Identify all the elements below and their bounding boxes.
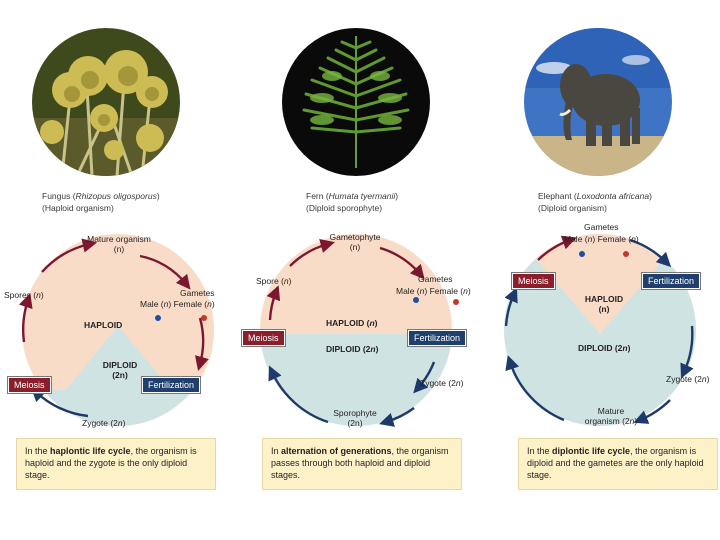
male-gamete-dot <box>413 297 419 303</box>
label-haploid: HAPLOID (n) <box>326 318 378 328</box>
diplontic-cycle-diagram <box>480 222 720 437</box>
label-spores: Spores (n) <box>4 290 44 300</box>
panel-alternation: Fern (Humata tyermanii) (Diploid sporoph… <box>240 0 480 540</box>
fungus-caption: Fungus (Rhizopus oligosporus) (Haploid o… <box>42 190 217 214</box>
label-gametes: Gametes <box>418 274 453 284</box>
elephant-photo <box>524 28 672 176</box>
panel-diplontic: Elephant (Loxodonta africana) (Diploid o… <box>480 0 720 540</box>
label-zygote: Zygote (2n) <box>666 374 709 384</box>
fern-photo <box>282 28 430 176</box>
fertilization-tag: Fertilization <box>642 273 700 289</box>
label-mature-organism: Mature organism(n) <box>80 234 158 254</box>
fertilization-tag: Fertilization <box>142 377 200 393</box>
fern-caption: Fern (Humata tyermanii) (Diploid sporoph… <box>306 190 481 214</box>
label-haploid: HAPLOID <box>84 320 122 330</box>
diplontic-note: In the diplontic life cycle, the organis… <box>518 438 718 490</box>
label-gametes: Gametes <box>584 222 619 232</box>
label-male-female: Male (n) Female (n) <box>564 234 639 244</box>
meiosis-tag: Meiosis <box>242 330 285 346</box>
label-male-female: Male (n) Female (n) <box>396 286 471 296</box>
alternation-note: In alternation of generations, the organ… <box>262 438 462 490</box>
fungus-photo <box>32 28 180 176</box>
male-gamete-dot <box>579 251 585 257</box>
meiosis-tag: Meiosis <box>512 273 555 289</box>
fertilization-tag: Fertilization <box>408 330 466 346</box>
label-gametophyte: Gametophyte(n) <box>320 232 390 252</box>
female-gamete-dot <box>201 315 207 321</box>
label-diploid: DIPLOID (2n) <box>326 344 378 354</box>
meiosis-tag: Meiosis <box>8 377 51 393</box>
label-zygote: Zygote (2n) <box>82 418 125 428</box>
male-gamete-dot <box>155 315 161 321</box>
label-diploid: DIPLOID(2n) <box>90 360 150 380</box>
label-spore: Spore (n) <box>256 276 291 286</box>
label-diploid: DIPLOID (2n) <box>578 343 630 353</box>
elephant-caption: Elephant (Loxodonta africana) (Diploid o… <box>538 190 713 214</box>
haplontic-note: In the haplontic life cycle, the organis… <box>16 438 216 490</box>
label-mature-organism: Mature organism (2n) <box>576 406 646 426</box>
label-zygote: Zygote (2n) <box>420 378 463 388</box>
label-haploid: HAPLOID(n) <box>574 294 634 314</box>
female-gamete-dot <box>453 299 459 305</box>
female-gamete-dot <box>623 251 629 257</box>
panel-haplontic: Fungus (Rhizopus oligosporus) (Haploid o… <box>0 0 240 540</box>
label-male-female: Male (n) Female (n) <box>140 299 215 309</box>
label-gametes: Gametes <box>180 288 215 298</box>
label-sporophyte: Sporophyte(2n) <box>320 408 390 428</box>
